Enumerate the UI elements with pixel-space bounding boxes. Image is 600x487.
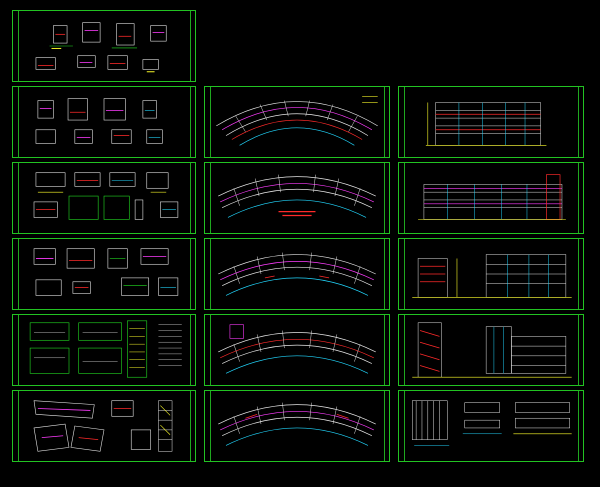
arc-floor-plan-4 [218, 324, 376, 374]
title-block-strip [578, 391, 583, 461]
drawing-sheet-detail-3[interactable] [12, 162, 196, 234]
drawing-sheet-elevation-4[interactable] [398, 314, 584, 386]
drawing-sheet-plan-4[interactable] [204, 314, 390, 386]
drawing-sheet-plan-2[interactable] [204, 162, 390, 234]
arc-floor-plan-1 [216, 96, 378, 146]
building-elevation-1 [425, 102, 547, 146]
title-block-strip [190, 11, 195, 81]
drawing-sheet-detail-1[interactable] [12, 10, 196, 82]
title-block-strip [190, 239, 195, 309]
title-block-strip [190, 87, 195, 157]
section-drawing-5 [412, 400, 572, 446]
arc-floor-plan-3 [218, 252, 376, 296]
detail-drawing-4 [33, 248, 179, 296]
title-block-strip [578, 163, 583, 233]
drawing-sheet-plan-1[interactable] [204, 86, 390, 158]
title-block-strip [190, 315, 195, 385]
drawing-sheet-plan-5[interactable] [204, 390, 390, 462]
drawing-sheet-elevation-2[interactable] [398, 162, 584, 234]
title-block-strip [578, 87, 583, 157]
drawing-sheet-detail-4[interactable] [12, 238, 196, 310]
drawing-sheet-detail-5[interactable] [12, 314, 196, 386]
title-block-strip [384, 239, 389, 309]
title-block-strip [578, 315, 583, 385]
detail-drawing-3 [33, 172, 179, 220]
title-block-strip [578, 239, 583, 309]
drawing-sheet-detail-6[interactable] [12, 390, 196, 462]
arc-floor-plan-2 [218, 174, 376, 218]
arc-floor-plan-5 [218, 402, 376, 446]
drawing-sheet-section-5[interactable] [398, 390, 584, 462]
detail-drawing-6 [33, 400, 173, 452]
drawing-sheet-elevation-3[interactable] [398, 238, 584, 310]
title-block-strip [384, 391, 389, 461]
drawing-sheet-elevation-1[interactable] [398, 86, 584, 158]
title-block-strip [190, 163, 195, 233]
title-block-strip [384, 163, 389, 233]
building-elevation-2 [418, 174, 566, 220]
title-block-strip [384, 87, 389, 157]
detail-drawing-2 [35, 98, 163, 144]
detail-drawing-1 [35, 22, 167, 73]
building-elevation-4 [412, 322, 572, 378]
drawing-sheet-detail-2[interactable] [12, 86, 196, 158]
building-elevation-3 [412, 254, 572, 298]
title-block-strip [190, 391, 195, 461]
drawing-sheet-plan-3[interactable] [204, 238, 390, 310]
detail-drawing-5 [29, 320, 182, 378]
title-block-strip [384, 315, 389, 385]
